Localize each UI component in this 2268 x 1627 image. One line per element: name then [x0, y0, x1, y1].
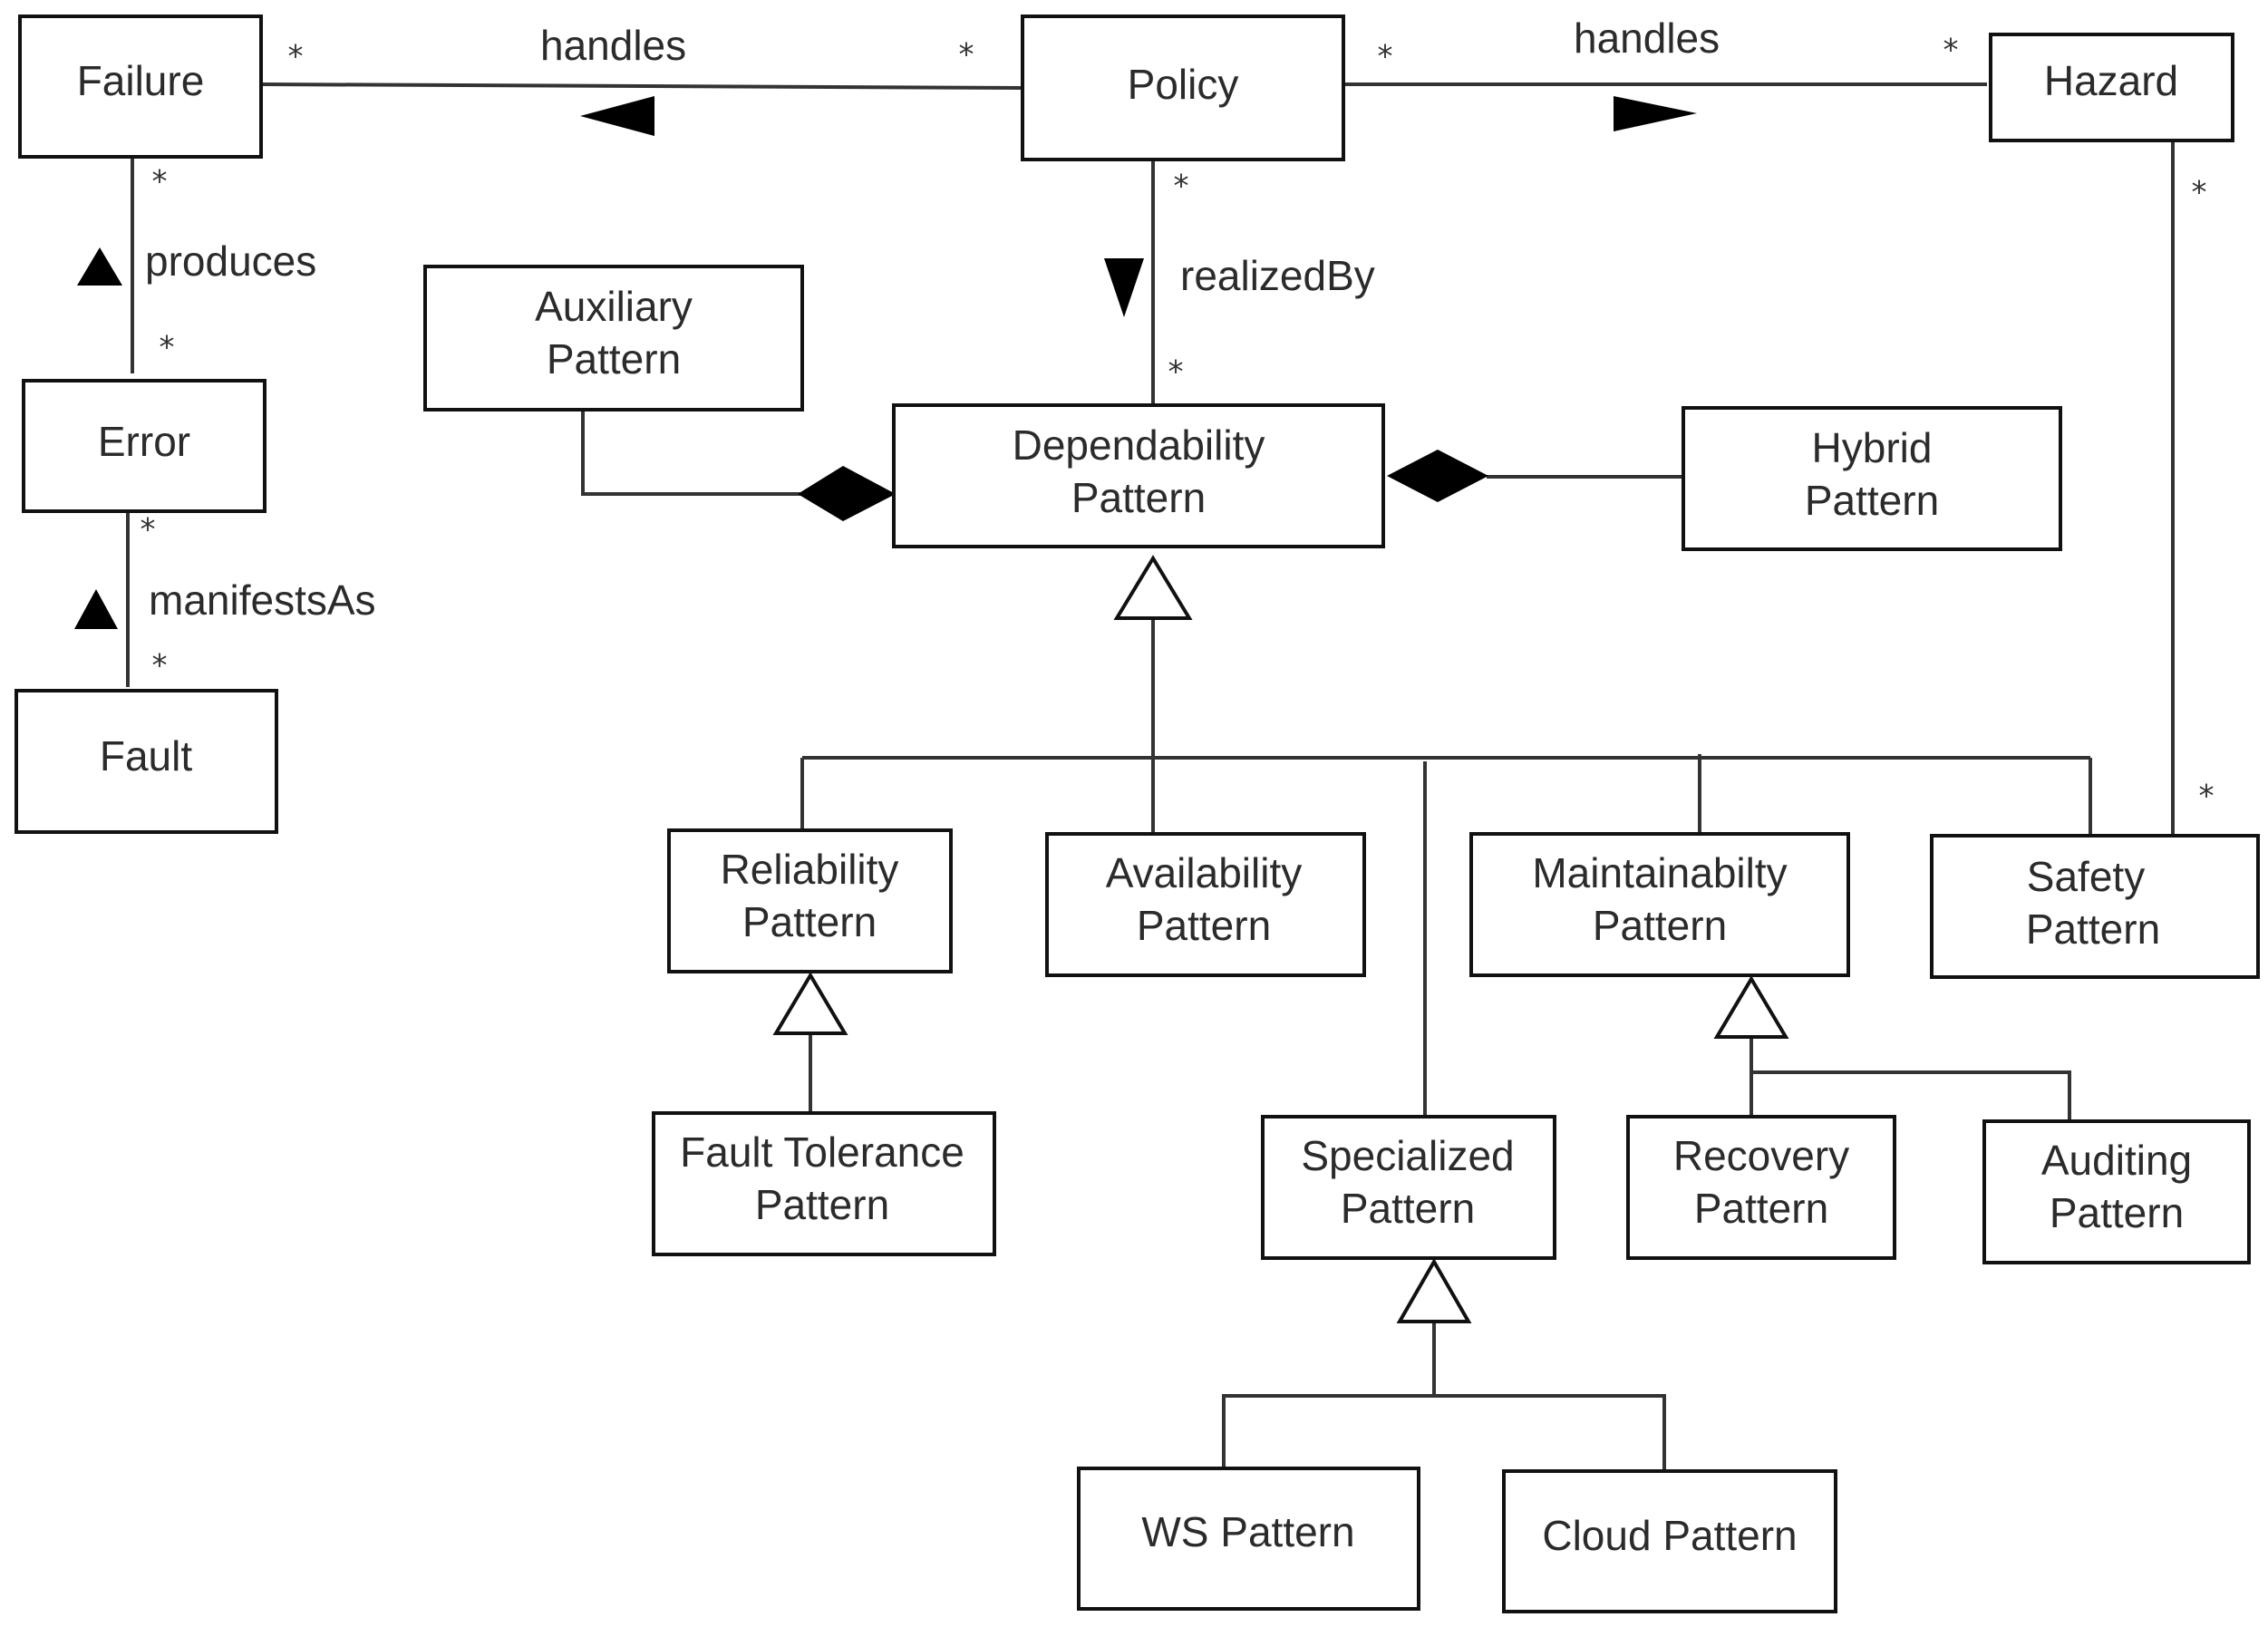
class-fault-tolerance-label-line2: Pattern: [755, 1181, 889, 1228]
connectors: [126, 82, 2175, 1471]
class-auxiliary-label-line1: Auxiliary: [535, 283, 693, 330]
class-auditing-pattern: Auditing Pattern: [1982, 1119, 2251, 1264]
multiplicity-failure-error: *: [152, 164, 168, 200]
generalization-dependability-triangle: [1113, 555, 1193, 620]
multiplicity-fault-error: *: [152, 648, 168, 684]
class-specialized-pattern: Specialized Pattern: [1261, 1115, 1556, 1260]
class-cloud-pattern: Cloud Pattern: [1502, 1469, 1837, 1613]
class-hybrid-label-line2: Pattern: [1805, 477, 1939, 524]
multiplicity-safety-hazard: *: [2199, 779, 2215, 815]
class-ws-label: WS Pattern: [1141, 1508, 1354, 1555]
class-safety-pattern: Safety Pattern: [1930, 834, 2260, 979]
class-availability-pattern: Availability Pattern: [1045, 832, 1366, 977]
multiplicity-hazard-policy: *: [1943, 33, 1959, 69]
generalization-specialized-triangle: [1396, 1257, 1472, 1323]
class-failure: Failure: [18, 15, 263, 159]
handles-direction-left-arrow: [580, 96, 654, 136]
multiplicity-dependability-policy: *: [1168, 354, 1184, 391]
class-reliability-label-line1: Reliability: [721, 846, 899, 893]
multiplicity-error-fault: *: [141, 512, 156, 548]
class-reliability-label-line2: Pattern: [742, 898, 877, 945]
class-dependability-pattern: Dependability Pattern: [892, 403, 1385, 548]
class-ws-pattern: WS Pattern: [1077, 1467, 1420, 1611]
markers: [74, 96, 1789, 1323]
class-hazard-label: Hazard: [2044, 57, 2178, 104]
class-fault: Fault: [15, 689, 278, 834]
class-error-label: Error: [98, 418, 190, 465]
class-maintainability-pattern: Maintainabilty Pattern: [1469, 832, 1850, 977]
composition-hybrid-diamond: [1387, 450, 1488, 502]
class-recovery-label-line2: Pattern: [1694, 1185, 1828, 1232]
class-recovery-pattern: Recovery Pattern: [1626, 1115, 1896, 1260]
class-auxiliary-label-line2: Pattern: [547, 335, 681, 383]
class-recovery-label-line1: Recovery: [1673, 1132, 1849, 1179]
multiplicities: * * * * * * * * * * * *: [141, 33, 2215, 815]
produces-direction-up-arrow: [77, 247, 122, 286]
class-fault-tolerance-label-line1: Fault Tolerance: [680, 1128, 964, 1176]
class-specialized-label-line2: Pattern: [1341, 1185, 1475, 1232]
class-failure-label: Failure: [77, 57, 205, 104]
class-maintainability-label-line2: Pattern: [1593, 902, 1727, 949]
class-safety-label-line1: Safety: [2027, 853, 2145, 900]
class-fault-tolerance-pattern: Fault Tolerance Pattern: [652, 1111, 996, 1256]
composition-auxiliary-diamond: [798, 466, 896, 521]
multiplicity-failure-policy: *: [288, 39, 304, 75]
class-hybrid-label-line1: Hybrid: [1812, 424, 1933, 471]
class-auxiliary-pattern: Auxiliary Pattern: [423, 265, 804, 412]
produces-label: produces: [145, 237, 316, 285]
class-policy-label: Policy: [1128, 61, 1239, 108]
class-error: Error: [22, 379, 267, 513]
class-availability-label-line1: Availability: [1106, 849, 1302, 896]
class-hazard: Hazard: [1989, 33, 2234, 142]
multiplicity-hazard-safety: *: [2192, 175, 2207, 211]
generalization-maintainability-bus: [1749, 1070, 2071, 1121]
handles-direction-right-arrow: [1614, 96, 1697, 131]
class-policy: Policy: [1021, 15, 1345, 161]
realizedby-label: realizedBy: [1180, 252, 1375, 299]
realizedby-direction-down-arrow: [1104, 258, 1144, 317]
class-reliability-pattern: Reliability Pattern: [667, 828, 953, 973]
generalization-reliability-triangle: [772, 972, 848, 1035]
class-specialized-label-line1: Specialized: [1301, 1132, 1514, 1179]
class-availability-label-line2: Pattern: [1137, 902, 1271, 949]
assoc-failure-policy-line: [262, 82, 1023, 90]
multiplicity-policy-failure: *: [959, 37, 974, 73]
class-cloud-label: Cloud Pattern: [1542, 1512, 1797, 1559]
class-auditing-label-line1: Auditing: [2041, 1137, 2192, 1184]
multiplicity-policy-dependability: *: [1174, 169, 1189, 205]
class-safety-label-line2: Pattern: [2026, 906, 2160, 953]
manifestsas-direction-up-arrow: [74, 589, 118, 629]
manifestsas-label: manifestsAs: [149, 576, 376, 624]
class-maintainability-label-line1: Maintainabilty: [1532, 849, 1787, 896]
class-dependability-label-line1: Dependability: [1013, 421, 1265, 469]
handles-label-right: handles: [1574, 15, 1720, 62]
handles-label-left: handles: [540, 22, 686, 69]
composition-auxiliary-line: [581, 410, 802, 496]
class-hybrid-pattern: Hybrid Pattern: [1682, 406, 2062, 551]
generalization-maintainability-triangle: [1713, 975, 1789, 1039]
class-auditing-label-line2: Pattern: [2050, 1189, 2184, 1236]
class-dependability-label-line2: Pattern: [1071, 474, 1206, 521]
multiplicity-error-failure: *: [160, 330, 175, 366]
multiplicity-policy-hazard: *: [1378, 39, 1393, 75]
association-labels: handles handles produces realizedBy mani…: [145, 15, 1720, 624]
class-fault-label: Fault: [100, 732, 192, 780]
generalization-specialized-bus: [1222, 1394, 1666, 1471]
